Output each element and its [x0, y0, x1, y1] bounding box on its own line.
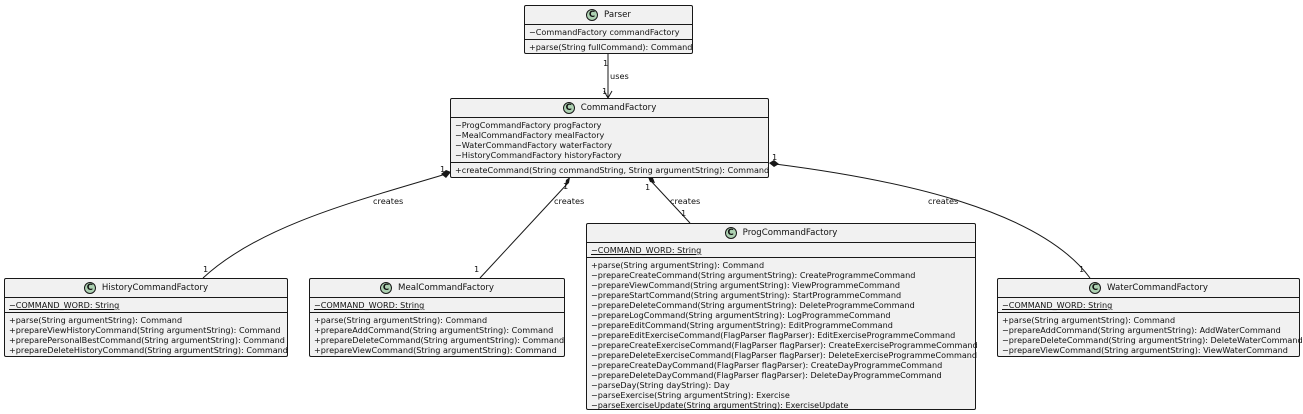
meal-from-mult: 1	[563, 181, 568, 191]
class-c-icon: C	[586, 9, 599, 21]
meal-diamond	[565, 177, 570, 186]
fields-section: −COMMAND_WORD: String	[310, 298, 564, 313]
method: −prepareEditCommand(String argumentStrin…	[591, 320, 893, 330]
water-to-mult: 1	[1079, 264, 1084, 274]
static-field: −COMMAND_WORD: String	[591, 245, 702, 255]
method: +prepareAddCommand(String argumentString…	[314, 325, 554, 335]
class-name: HistoryCommandFactory	[101, 283, 209, 293]
method: −prepareDeleteCommand(String argumentStr…	[1002, 335, 1303, 345]
fields-section: −COMMAND_WORD: String	[998, 298, 1299, 313]
methods-section: +parse(String argumentString): Command −…	[587, 258, 978, 412]
static-field: −COMMAND_WORD: String	[9, 300, 120, 310]
history-edge-label: creates	[373, 196, 403, 206]
methods-section: +parse(String argumentString): Command +…	[5, 313, 288, 357]
meal-edge	[479, 182, 569, 279]
method: +prepareDeleteCommand(String argumentStr…	[314, 335, 565, 345]
field: −CommandFactory commandFactory	[529, 27, 680, 37]
field: −HistoryCommandFactory historyFactory	[455, 150, 622, 160]
class-c-icon: C	[562, 102, 575, 114]
water-from-mult: 1	[772, 152, 777, 162]
prog-diamond	[648, 177, 655, 183]
method: −prepareDeleteCommand(String argumentStr…	[591, 300, 915, 310]
fields-section: −COMMAND_WORD: String	[587, 243, 975, 258]
class-c-icon: C	[380, 282, 393, 294]
history-to-mult: 1	[203, 264, 208, 274]
method: −prepareViewCommand(String argumentStrin…	[1002, 345, 1288, 355]
parser-class[interactable]: C Parser −CommandFactory commandFactory …	[524, 5, 693, 54]
method: +prepareViewCommand(String argumentStrin…	[314, 345, 557, 355]
class-name: Parser	[604, 10, 631, 20]
method: +parse(String fullCommand): Command	[529, 42, 693, 52]
water-edge	[774, 163, 1091, 279]
method: −prepareCreateExerciseCommand(FlagParser…	[591, 340, 978, 350]
method: +parse(String argumentString): Command	[314, 315, 488, 325]
class-header: C WaterCommandFactory	[998, 279, 1299, 298]
water-command-factory-class[interactable]: C WaterCommandFactory −COMMAND_WORD: Str…	[997, 278, 1303, 357]
method: +parse(String argumentString): Command	[9, 315, 183, 325]
method: −prepareEditExerciseCommand(FlagParser f…	[591, 330, 956, 340]
method: +parse(String argumentString): Command	[1002, 315, 1176, 325]
fields-section: −CommandFactory commandFactory	[525, 25, 692, 40]
method: −prepareViewCommand(String argumentStrin…	[591, 280, 900, 290]
class-name: ProgCommandFactory	[742, 228, 838, 238]
class-c-icon: C	[1089, 282, 1102, 294]
field: −WaterCommandFactory waterFactory	[455, 140, 613, 150]
method: +parse(String argumentString): Command	[591, 260, 765, 270]
history-edge	[202, 173, 447, 279]
method: −parseExercise(String argumentString): E…	[591, 390, 790, 400]
command-factory-class[interactable]: C CommandFactory −ProgCommandFactory pro…	[450, 98, 769, 178]
class-header: C Parser	[525, 6, 692, 25]
fields-section: −COMMAND_WORD: String	[5, 298, 287, 313]
method: +prepareViewHistoryCommand(String argume…	[9, 325, 281, 335]
class-name: CommandFactory	[580, 103, 657, 113]
methods-section: +parse(String argumentString): Command +…	[310, 313, 564, 357]
uses-to-mult: 1	[602, 86, 607, 96]
static-field: −COMMAND_WORD: String	[1002, 300, 1113, 310]
method: −parseDay(String dayString): Day	[591, 380, 730, 390]
water-diamond	[769, 160, 779, 167]
class-header: C MealCommandFactory	[310, 279, 564, 298]
prog-to-mult: 1	[681, 208, 686, 218]
prog-edge-label: creates	[670, 196, 700, 206]
meal-to-mult: 1	[474, 264, 479, 274]
field: −MealCommandFactory mealFactory	[455, 130, 605, 140]
uses-from-mult: 1	[603, 58, 608, 68]
methods-section: +parse(String fullCommand): Command	[525, 40, 692, 54]
prog-command-factory-class[interactable]: C ProgCommandFactory −COMMAND_WORD: Stri…	[586, 223, 978, 412]
method: −prepareDeleteExerciseCommand(FlagParser…	[591, 350, 978, 360]
meal-edge-label: creates	[554, 196, 584, 206]
class-header: C HistoryCommandFactory	[5, 279, 287, 298]
method: +prepareDeleteHistoryCommand(String argu…	[9, 345, 288, 355]
method: −prepareStartCommand(String argumentStri…	[591, 290, 902, 300]
meal-command-factory-class[interactable]: C MealCommandFactory −COMMAND_WORD: Stri…	[309, 278, 565, 357]
method: +createCommand(String commandString, Str…	[455, 165, 770, 175]
water-edge-label: creates	[928, 196, 958, 206]
class-header: C ProgCommandFactory	[587, 224, 975, 243]
uses-label: uses	[610, 71, 629, 81]
method: −prepareCreateCommand(String argumentStr…	[591, 270, 916, 280]
class-c-icon: C	[724, 227, 737, 239]
method: −prepareCreateDayCommand(FlagParser flag…	[591, 360, 943, 370]
fields-section: −ProgCommandFactory progFactory −MealCom…	[451, 118, 768, 163]
method: −prepareDeleteDayCommand(FlagParser flag…	[591, 370, 942, 380]
history-from-mult: 1	[440, 164, 445, 174]
methods-section: +parse(String argumentString): Command −…	[998, 313, 1303, 357]
methods-section: +createCommand(String commandString, Str…	[451, 163, 770, 177]
class-header: C CommandFactory	[451, 99, 768, 118]
prog-edge	[650, 180, 691, 224]
field: −ProgCommandFactory progFactory	[455, 120, 602, 130]
class-name: WaterCommandFactory	[1107, 283, 1208, 293]
history-command-factory-class[interactable]: C HistoryCommandFactory −COMMAND_WORD: S…	[4, 278, 288, 357]
static-field: −COMMAND_WORD: String	[314, 300, 425, 310]
class-name: MealCommandFactory	[398, 283, 494, 293]
method: −prepareLogCommand(String argumentString…	[591, 310, 891, 320]
method: −prepareAddCommand(String argumentString…	[1002, 325, 1281, 335]
history-diamond	[441, 170, 451, 178]
prog-from-mult: 1	[645, 182, 650, 192]
method: +preparePersonalBestCommand(String argum…	[9, 335, 285, 345]
class-c-icon: C	[83, 282, 96, 294]
method: −parseExerciseUpdate(String argumentStri…	[591, 400, 849, 410]
